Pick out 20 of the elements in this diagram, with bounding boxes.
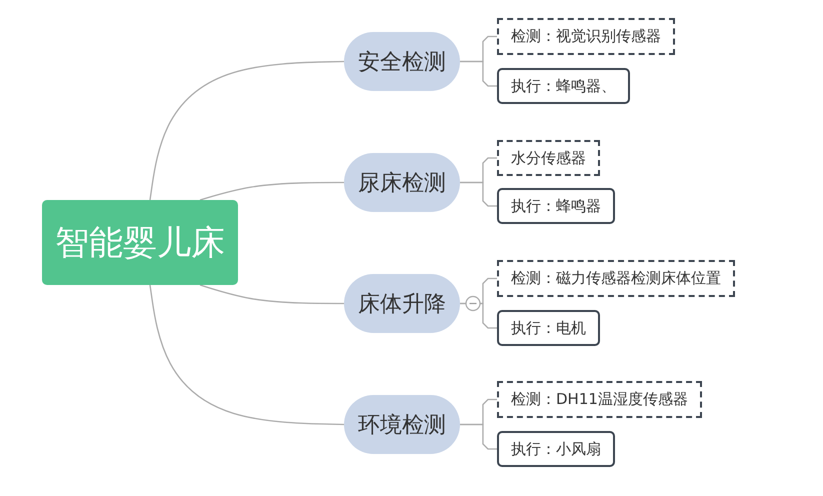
main-topic-pill: 床体升降 — [344, 274, 460, 333]
main-topic-pill: 环境检测 — [344, 395, 460, 454]
connector-line — [149, 284, 344, 426]
subtopic-box: 检测：磁力传感器检测床体位置 — [497, 260, 735, 297]
connector-line — [149, 60, 344, 200]
subtopic-box: 执行：蜂鸣器 — [497, 188, 615, 224]
central-topic: 智能婴儿床 — [42, 200, 238, 285]
subtopic-box: 执行：电机 — [497, 310, 600, 346]
subtopic-box: 水分传感器 — [497, 140, 600, 176]
connector-line — [460, 182, 497, 207]
connector-line — [460, 424, 497, 450]
connector-line — [200, 182, 344, 201]
connector-line — [460, 60, 497, 87]
subtopic-box: 检测：视觉识别传感器 — [497, 18, 675, 55]
subtopic-box: 执行：蜂鸣器、 — [497, 68, 630, 104]
main-topic-pill: 安全检测 — [344, 32, 460, 91]
subtopic-box: 执行：小风扇 — [497, 431, 615, 467]
connector-line — [200, 284, 344, 304]
subtopic-box: 检测：DH11温湿度传感器 — [497, 381, 702, 418]
main-topic-pill: 尿床检测 — [344, 153, 460, 212]
